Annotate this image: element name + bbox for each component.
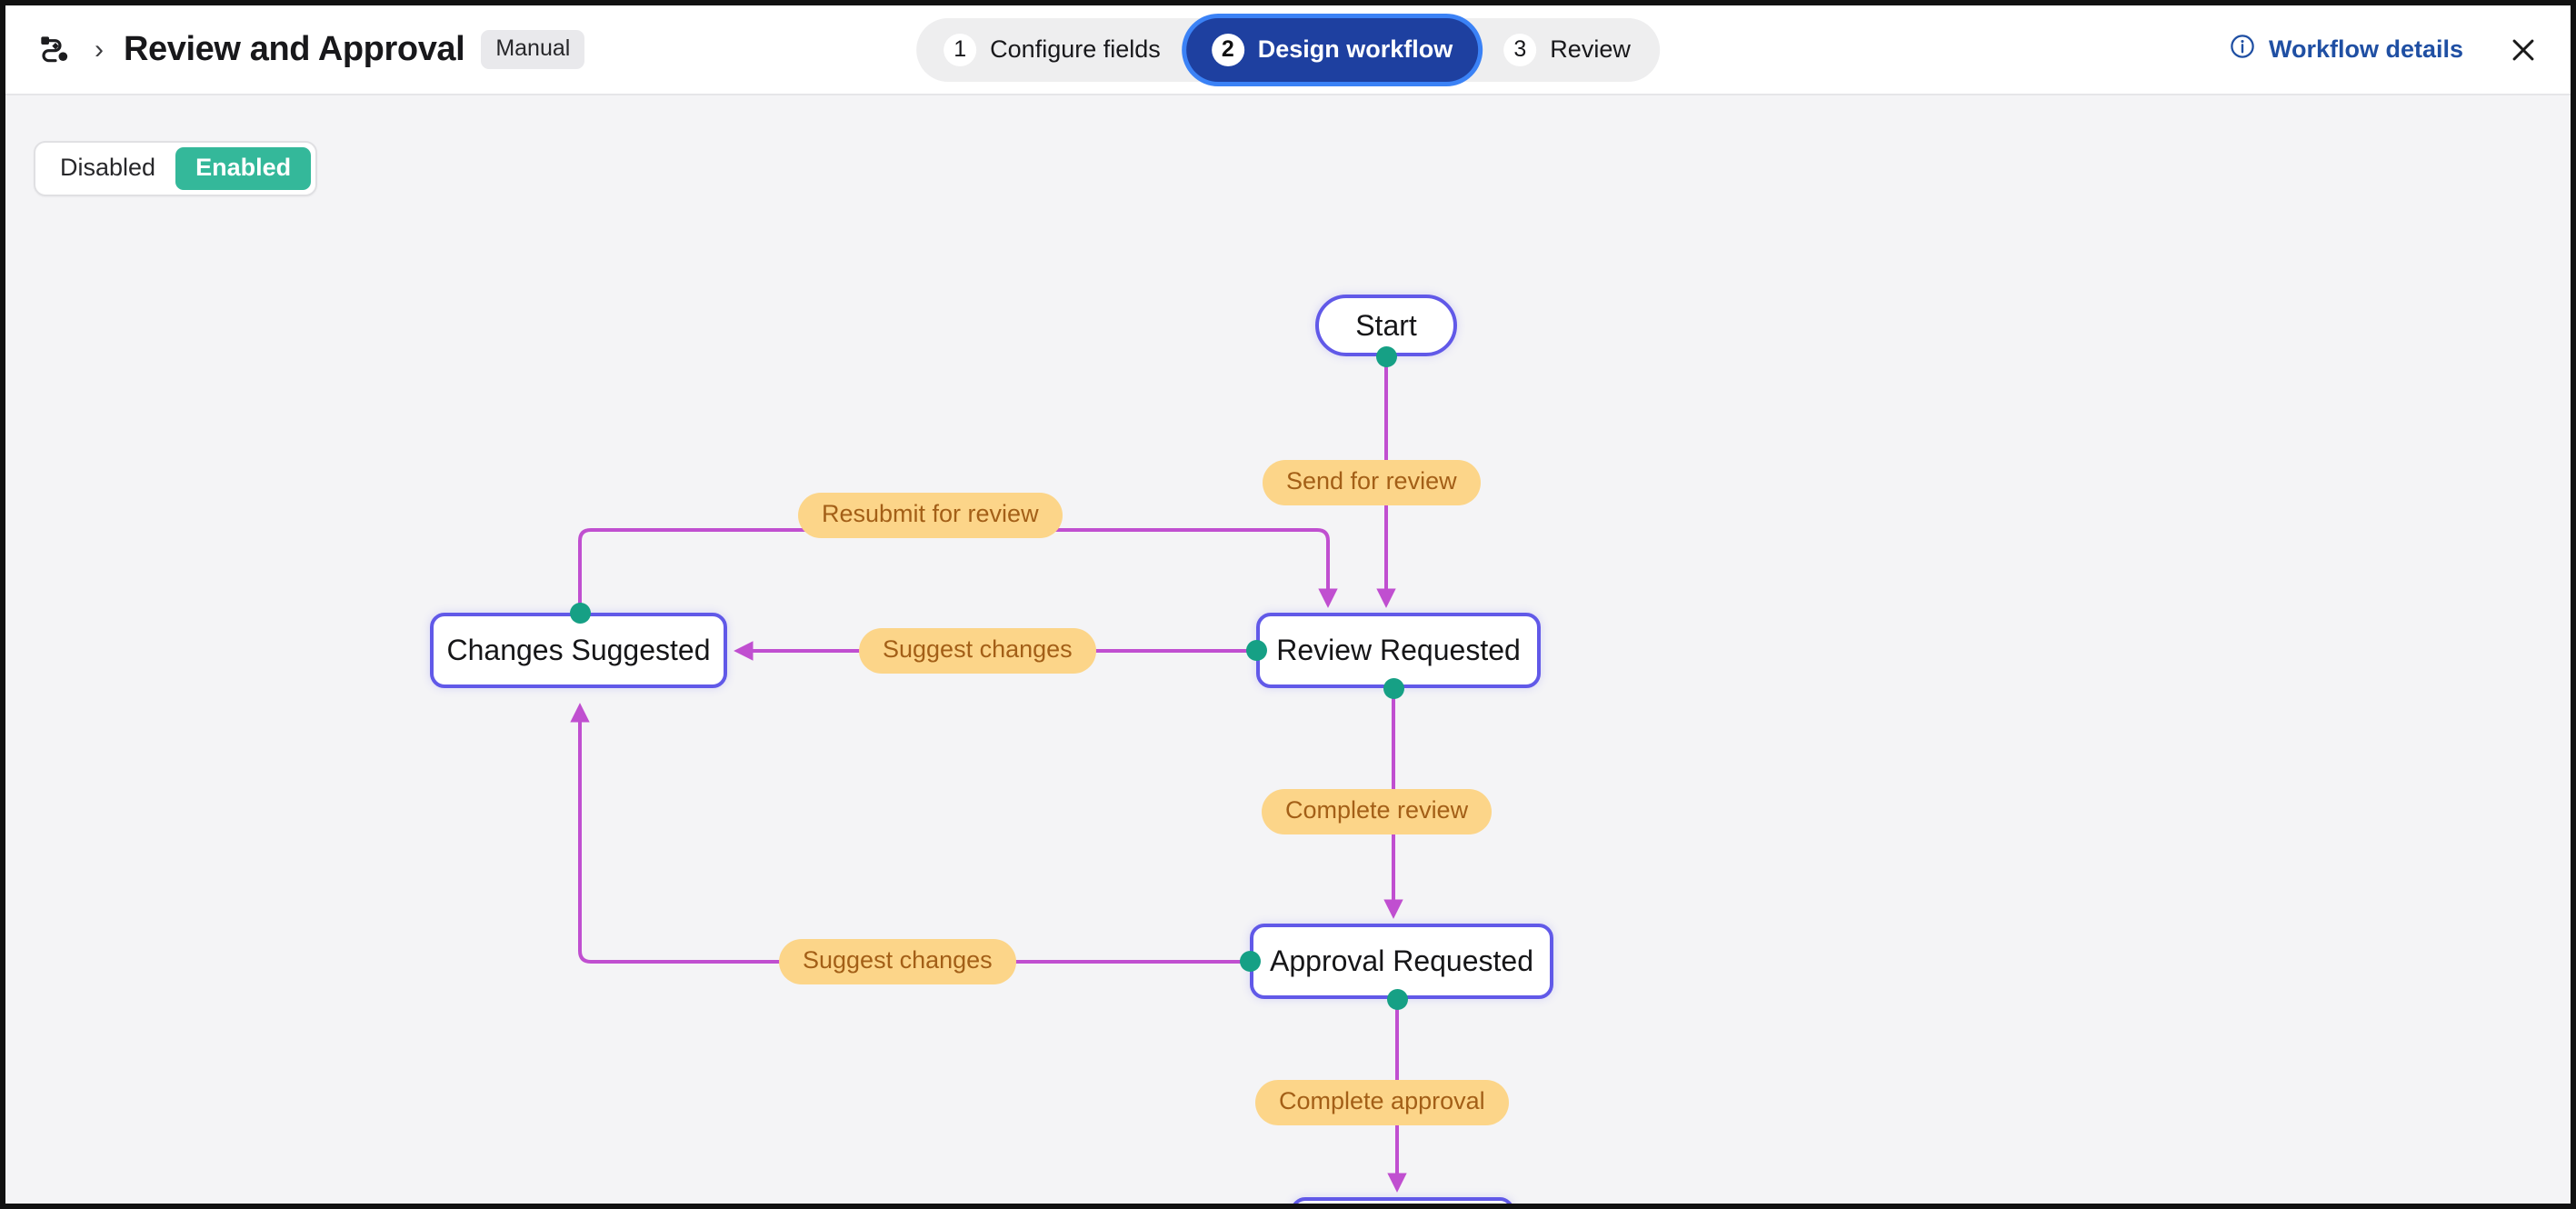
transition-complete-approval[interactable]: Complete approval <box>1255 1080 1509 1125</box>
workflow-route-icon[interactable] <box>36 32 73 68</box>
connector-dot-changes-top[interactable] <box>570 603 591 624</box>
step-number: 1 <box>944 33 977 66</box>
header-actions: Workflow details <box>2229 30 2543 70</box>
app-header: › Review and Approval Manual 1 Configure… <box>5 5 2571 95</box>
page-title: Review and Approval <box>124 30 465 68</box>
node-approved[interactable]: Approved <box>1291 1197 1514 1204</box>
node-label: Approval Requested <box>1270 944 1533 977</box>
transition-resubmit-for-review[interactable]: Resubmit for review <box>798 493 1063 538</box>
wizard-stepper: 1 Configure fields 2 Design workflow 3 R… <box>916 17 1660 82</box>
step-design-workflow[interactable]: 2 Design workflow <box>1185 17 1479 82</box>
toggle-option-enabled[interactable]: Enabled <box>175 147 312 190</box>
step-label: Review <box>1550 35 1631 63</box>
toggle-option-disabled[interactable]: Disabled <box>60 154 156 181</box>
node-approval-requested[interactable]: Approval Requested <box>1250 924 1553 999</box>
connector-dot-review-left[interactable] <box>1246 640 1267 661</box>
connector-dot-start-bottom[interactable] <box>1376 346 1397 367</box>
step-review[interactable]: 3 Review <box>1480 18 1660 82</box>
transition-suggest-changes-from-review[interactable]: Suggest changes <box>859 628 1096 674</box>
transition-complete-review[interactable]: Complete review <box>1262 789 1493 834</box>
node-label: Review Requested <box>1276 634 1521 666</box>
node-label: Changes Suggested <box>446 634 711 666</box>
close-icon[interactable] <box>2503 30 2543 70</box>
node-changes-suggested[interactable]: Changes Suggested <box>430 613 727 688</box>
step-configure-fields[interactable]: 1 Configure fields <box>916 18 1184 82</box>
node-label: Start <box>1355 308 1417 342</box>
workflow-canvas[interactable]: Disabled Enabled Start <box>5 95 2571 1204</box>
step-label: Configure fields <box>990 35 1161 63</box>
node-review-requested[interactable]: Review Requested <box>1256 613 1541 688</box>
workflow-type-badge: Manual <box>481 30 585 69</box>
connector-dot-approval-left[interactable] <box>1240 951 1261 972</box>
transition-send-for-review[interactable]: Send for review <box>1263 460 1481 505</box>
workflow-details-label: Workflow details <box>2268 35 2463 63</box>
transition-suggest-changes-from-approval[interactable]: Suggest changes <box>779 939 1016 984</box>
step-label: Design workflow <box>1257 35 1453 63</box>
connector-dot-review-bottom[interactable] <box>1383 678 1404 699</box>
step-number: 2 <box>1211 33 1244 66</box>
info-circle-icon <box>2229 33 2256 66</box>
breadcrumb: › Review and Approval Manual <box>5 30 585 69</box>
workflow-details-link[interactable]: Workflow details <box>2229 33 2463 66</box>
breadcrumb-separator-icon: › <box>95 34 104 65</box>
connector-dot-approval-bottom[interactable] <box>1387 989 1408 1010</box>
workflow-status-toggle: Disabled Enabled <box>34 141 318 196</box>
step-number: 3 <box>1503 33 1537 66</box>
